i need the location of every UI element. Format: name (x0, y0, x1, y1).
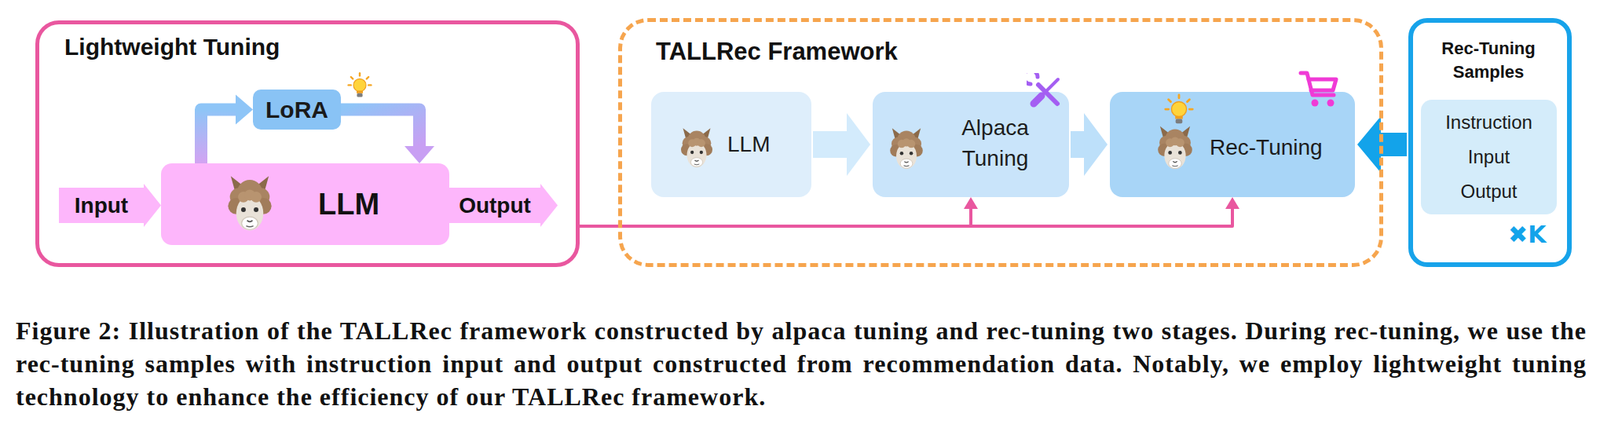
connector-arrow (579, 197, 978, 227)
tools-icon (1026, 73, 1065, 111)
node-label: Output (1460, 174, 1517, 209)
llama-icon (677, 126, 717, 171)
connector-arrow (340, 109, 435, 165)
group-panel: Lightweight TuningLoRA LLM Input Output (35, 20, 580, 268)
figure-caption: Figure 2: Illustration of the TALLRec fr… (15, 314, 1587, 414)
model-box: LLM (161, 163, 450, 246)
connector-arrow (201, 95, 253, 165)
node-label: Output (458, 192, 531, 220)
node-label: Rec-Tuning (1209, 133, 1323, 162)
sample-fields: InstructionInputOutput (1420, 99, 1557, 215)
connector-arrow (579, 197, 1240, 227)
samples-panel: Rec-Tuning Samples ✖K InstructionInputOutp… (1408, 18, 1572, 268)
node-label: TALLRec Framework (655, 37, 898, 66)
llama-icon (222, 174, 278, 235)
node-label: Instruction (1445, 105, 1533, 140)
node-label: Lightweight Tuning (64, 32, 280, 62)
node-label: LoRA (265, 95, 329, 125)
node-label: Alpaca Tuning (944, 112, 1047, 174)
framework-panel: TALLRec FrameworkLLM Alpaca Tuning Rec-Tun… (618, 18, 1384, 268)
llama-icon (1153, 124, 1198, 173)
node-label: Input (1468, 139, 1510, 175)
node-label: Rec-Tuning Samples (1419, 36, 1558, 85)
stage-box: LLM (651, 91, 812, 198)
output-arrow: Output (449, 183, 558, 228)
stage-box: Alpaca Tuning (872, 91, 1070, 198)
module-box: LoRA (252, 89, 341, 130)
connector-arrow (812, 113, 871, 176)
input-arrow: Input (58, 183, 162, 228)
cart-icon (1297, 68, 1341, 110)
connector-arrow (1070, 113, 1108, 176)
llama-icon (886, 126, 927, 173)
bulb-icon (1163, 93, 1195, 129)
node-label: LLM (727, 130, 770, 159)
node-label: ✖K (1508, 220, 1546, 249)
node-label: Input (74, 192, 129, 220)
stage-box: Rec-Tuning (1109, 91, 1355, 198)
node-label: LLM (318, 186, 380, 222)
bulb-icon (347, 70, 373, 103)
